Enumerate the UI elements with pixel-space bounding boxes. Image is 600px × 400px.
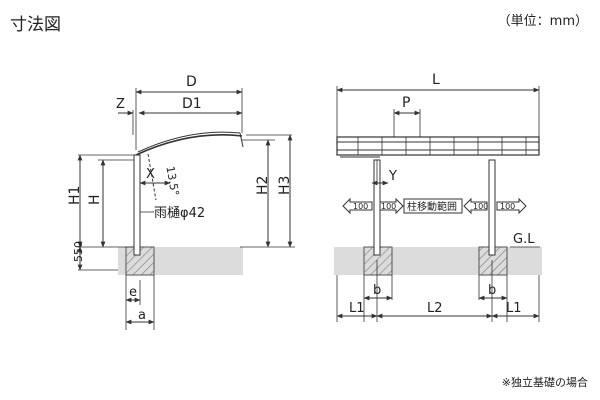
label-gutter: 雨樋φ42	[154, 205, 205, 221]
label-P: P	[402, 95, 410, 111]
label-X: X	[146, 167, 155, 182]
label-depth: 550	[72, 241, 85, 262]
label-a: a	[138, 308, 146, 323]
label-Z: Z	[116, 97, 125, 112]
label-L1-left: L1	[349, 301, 365, 316]
label-GL: G.L	[513, 232, 535, 247]
front-view	[334, 86, 542, 322]
label-H1: H1	[67, 186, 83, 205]
roof-side	[135, 134, 243, 156]
label-e: e	[129, 285, 137, 300]
label-r1: 100	[353, 202, 368, 211]
footnote: ※独立基礎の場合	[501, 376, 588, 389]
label-r4: 100	[500, 202, 515, 211]
label-H: H	[87, 194, 103, 205]
post-side	[133, 154, 141, 256]
label-Y: Y	[388, 169, 397, 184]
label-range: 柱移動範囲	[407, 200, 457, 213]
side-view	[77, 88, 295, 330]
label-D1: D1	[182, 96, 202, 112]
label-L2: L2	[427, 301, 443, 316]
label-L1-right: L1	[506, 301, 522, 316]
label-b-left: b	[373, 283, 381, 298]
label-r2: 100	[381, 202, 396, 211]
unit-note: （単位：mm）	[497, 14, 588, 29]
label-L: L	[432, 72, 440, 88]
label-b-right: b	[488, 283, 496, 298]
label-r3: 100	[473, 202, 488, 211]
page-title: 寸法図	[10, 15, 61, 35]
label-angle: 13.5°	[163, 165, 181, 197]
post-front-right	[488, 159, 496, 256]
label-D: D	[186, 74, 197, 90]
label-H2: H2	[255, 176, 271, 195]
label-H3: H3	[277, 176, 293, 195]
roof-front	[336, 136, 540, 156]
